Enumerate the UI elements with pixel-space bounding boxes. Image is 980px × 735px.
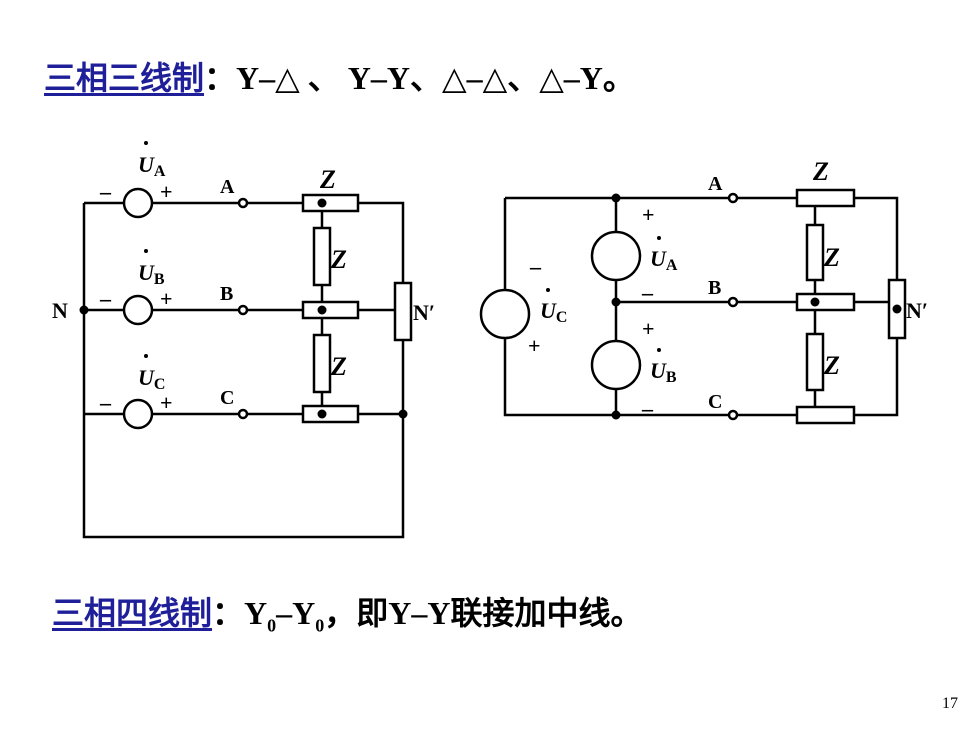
heading-description: ，即Y–Y联接加中线。 bbox=[324, 595, 643, 631]
right-terminal-b bbox=[727, 296, 739, 308]
left-circuit: – + – + – + UA UB UC A B C N N′ Z Z Z bbox=[52, 141, 435, 539]
right-impedance-ab bbox=[805, 223, 825, 282]
left-source-label-c: UC bbox=[138, 365, 165, 393]
right-label-plus-a: + bbox=[642, 202, 655, 227]
left-neutral-wire bbox=[82, 203, 405, 539]
right-dot-ua bbox=[657, 236, 661, 240]
right-node-load-neutral bbox=[892, 304, 902, 314]
left-source-c bbox=[122, 398, 154, 430]
right-impedance-label-top: Z bbox=[812, 157, 829, 186]
right-load-wires bbox=[736, 196, 899, 417]
left-node-b bbox=[317, 305, 327, 315]
left-label-minus-b: – bbox=[99, 286, 112, 311]
heading-three-phase-four-wire: 三相四线制：Y0–Y0，即Y–Y联接加中线。 bbox=[52, 588, 642, 636]
left-impedance-label-top: Z bbox=[319, 165, 336, 194]
right-impedance-label-ab: Z bbox=[823, 243, 840, 272]
left-source-label-b: UB bbox=[138, 260, 165, 288]
heading-connections: Y–△ 、 Y–Y、△–△、△–Y。 bbox=[236, 60, 635, 96]
left-impedance-label-ab: Z bbox=[330, 245, 347, 274]
right-impedance-c bbox=[795, 405, 856, 425]
left-phase-label-b: B bbox=[220, 283, 233, 305]
left-dot-uc bbox=[144, 354, 148, 358]
heading-colon: ： bbox=[204, 60, 237, 96]
heading-subscript-first: 0 bbox=[267, 615, 277, 636]
right-node-c bbox=[611, 410, 621, 420]
left-terminal-b bbox=[237, 304, 249, 316]
right-phase-label-b: B bbox=[708, 277, 721, 299]
left-impedance-label-bc: Z bbox=[330, 352, 347, 381]
right-terminal-c bbox=[727, 409, 739, 421]
left-terminal-a bbox=[237, 197, 249, 209]
right-phase-label-c: C bbox=[708, 391, 722, 413]
right-impedance-bc bbox=[805, 332, 825, 392]
heading-term: 三相四线制 bbox=[52, 595, 213, 631]
left-label-plus-b: + bbox=[160, 286, 173, 311]
right-source-label-b: UB bbox=[650, 358, 677, 386]
left-node-n bbox=[79, 305, 89, 315]
left-node-a bbox=[317, 198, 327, 208]
right-dot-ub bbox=[657, 348, 661, 352]
right-label-minus-b: – bbox=[641, 396, 654, 421]
right-load-neutral-label: N′ bbox=[906, 298, 928, 323]
left-source-label-a: UA bbox=[138, 152, 166, 180]
right-label-minus-a: – bbox=[641, 280, 654, 305]
left-phase-label-a: A bbox=[220, 176, 235, 198]
left-impedance-a bbox=[301, 193, 360, 213]
left-phase-label-c: C bbox=[220, 387, 234, 409]
heading-colon: ： bbox=[212, 595, 245, 631]
right-outer-wire bbox=[503, 196, 616, 417]
page-number: 17 bbox=[942, 695, 958, 712]
left-node-c1 bbox=[317, 409, 327, 419]
left-dot-ub bbox=[144, 249, 148, 253]
right-node-a bbox=[611, 193, 621, 203]
left-load-neutral-label: N′ bbox=[413, 300, 435, 325]
heading-y0-second: –Y bbox=[276, 595, 316, 631]
right-label-minus-c: – bbox=[529, 254, 542, 279]
right-label-plus-b: + bbox=[642, 316, 655, 341]
left-neutral-label: N bbox=[52, 298, 68, 323]
right-node-load-b bbox=[810, 297, 820, 307]
left-load-wires bbox=[246, 201, 405, 416]
left-label-minus-c: – bbox=[99, 390, 112, 415]
right-source-c bbox=[479, 288, 531, 340]
left-node-c2 bbox=[398, 409, 408, 419]
left-impedance-bc bbox=[312, 333, 332, 394]
right-impedance-b bbox=[795, 292, 856, 312]
right-label-plus-c: + bbox=[528, 333, 541, 358]
left-impedance-ab bbox=[312, 226, 332, 287]
left-label-minus-a: – bbox=[99, 179, 112, 204]
right-source-label-a: UA bbox=[650, 246, 678, 274]
right-phase-label-a: A bbox=[708, 173, 723, 195]
heading-y0-first: Y bbox=[244, 595, 268, 631]
heading-subscript-second: 0 bbox=[315, 615, 325, 636]
right-terminal-a bbox=[727, 192, 739, 204]
right-circuit: + – + – – + UA UB UC A B C N′ Z Z Z bbox=[479, 157, 928, 425]
right-node-b bbox=[611, 297, 621, 307]
right-dot-uc bbox=[546, 288, 550, 292]
right-impedance-a bbox=[795, 188, 856, 208]
right-source-label-c: UC bbox=[540, 298, 567, 326]
left-impedance-b bbox=[301, 300, 360, 320]
left-dot-ua bbox=[144, 141, 148, 145]
left-impedance-c bbox=[301, 404, 360, 424]
right-source-a bbox=[590, 230, 642, 282]
left-load-neutral-impedance bbox=[393, 281, 413, 342]
right-source-b bbox=[590, 339, 642, 391]
left-source-b bbox=[122, 294, 154, 326]
left-source-a bbox=[122, 187, 154, 219]
heading-term: 三相三线制 bbox=[44, 60, 205, 96]
left-label-plus-a: + bbox=[160, 179, 173, 204]
left-label-plus-c: + bbox=[160, 390, 173, 415]
heading-three-phase-three-wire: 三相三线制：Y–△ 、 Y–Y、△–△、△–Y。 bbox=[44, 53, 635, 99]
right-impedance-label-bc: Z bbox=[823, 351, 840, 380]
left-terminal-c bbox=[237, 408, 249, 420]
